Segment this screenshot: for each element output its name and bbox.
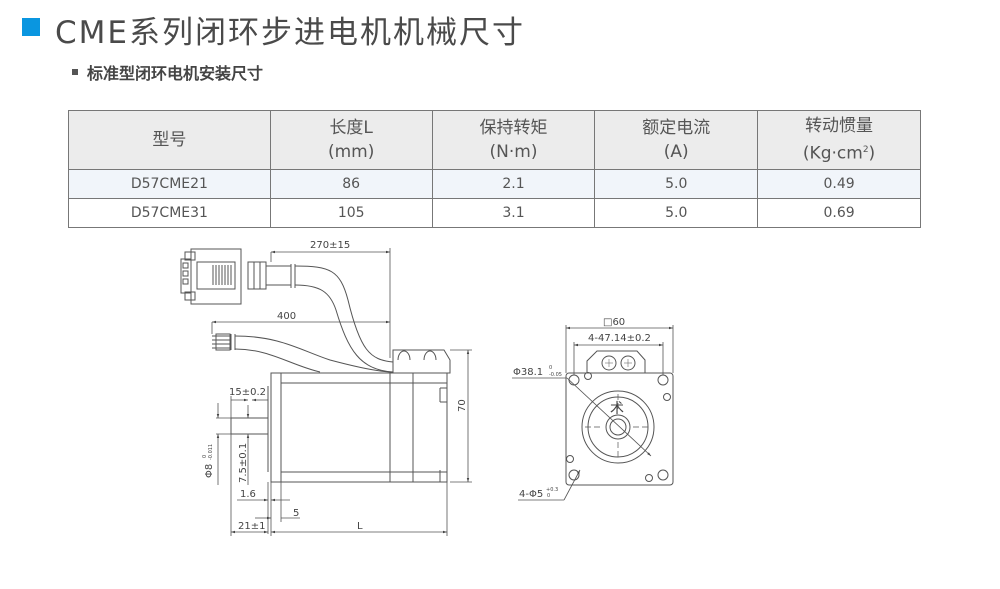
table-row: D57CME21 86 2.1 5.0 0.49 — [68, 169, 921, 199]
cable-gland-top — [586, 350, 646, 373]
cell-length: 105 — [269, 198, 433, 228]
svg-text:Φ38.1: Φ38.1 — [513, 367, 543, 378]
cell-model: D57CME31 — [68, 198, 271, 228]
dim-pilot-diameter: Φ38.1 0 -0.05 — [513, 365, 562, 378]
shaft-center — [605, 414, 631, 440]
dim-flat-depth: 7.5±0.1 — [238, 443, 249, 483]
front-view: 术 — [565, 350, 674, 486]
motor-body — [270, 372, 448, 483]
cell-torque: 2.1 — [431, 169, 596, 199]
cell-model: D57CME21 — [68, 169, 271, 199]
col-header-rotor-inertia: 转动惯量 (Kg·cm2) — [757, 110, 921, 170]
subtitle-bullet — [72, 69, 78, 75]
dim-encoder-cable-length: 270±15 — [310, 240, 350, 251]
dim-shaft-extension: 21±1 — [238, 521, 265, 532]
table-row: D57CME31 105 3.1 5.0 0.69 — [68, 198, 921, 228]
screw-icon — [663, 393, 671, 401]
page-title: CME系列闭环步进电机机械尺寸 — [55, 15, 525, 51]
cell-inertia: 0.69 — [757, 198, 921, 228]
mount-hole — [657, 374, 669, 386]
mount-hole — [568, 469, 580, 481]
cell-current: 5.0 — [594, 198, 759, 228]
encoder-cable — [294, 265, 394, 363]
power-cable-wires-icon — [212, 333, 231, 351]
dim-hole-spacing: 4-47.14±0.2 — [588, 333, 651, 344]
brand-logo-icon: 术 — [610, 401, 624, 417]
dim-height: 70 — [457, 399, 468, 412]
svg-text:0: 0 — [549, 365, 552, 371]
svg-text:4-Φ5: 4-Φ5 — [519, 489, 543, 500]
section-subtitle: 标准型闭环电机安装尺寸 — [87, 64, 264, 83]
col-header-model: 型号 — [68, 110, 271, 170]
svg-text:Φ8: Φ8 — [204, 464, 215, 478]
motor-shaft — [230, 417, 269, 435]
dim-body-length: L — [357, 521, 363, 532]
svg-text:0: 0 — [202, 455, 208, 458]
svg-text:-0.05: -0.05 — [549, 372, 562, 378]
table-header-row: 型号 长度L (mm) 保持转矩 (N·m) 额定电流 (A) 转动惯量 (Kg… — [68, 110, 921, 170]
title-marker — [22, 18, 40, 36]
cell-torque: 3.1 — [431, 198, 596, 228]
cell-length: 86 — [269, 169, 433, 199]
cell-inertia: 0.49 — [757, 169, 921, 199]
svg-text:+0.3: +0.3 — [546, 487, 558, 493]
screw-icon — [645, 474, 653, 482]
screw-icon — [584, 372, 592, 380]
dim-flange-square: □60 — [603, 317, 625, 328]
flange-face — [565, 372, 674, 486]
dim-shaft-diameter: Φ8 0 -0.011 — [202, 444, 215, 478]
dim-mount-holes: 4-Φ5 +0.3 0 — [519, 487, 558, 500]
dim-boss-thickness: 1.6 — [240, 489, 256, 500]
dim-shaft-length: 15±0.2 — [229, 387, 266, 398]
mount-hole — [657, 469, 669, 481]
side-view — [180, 248, 451, 483]
svg-text:0: 0 — [547, 493, 550, 499]
col-header-length: 长度L (mm) — [269, 110, 433, 170]
db-connector-icon — [180, 248, 296, 305]
cable-gland — [392, 349, 451, 374]
dim-power-cable-length: 400 — [277, 311, 296, 322]
screw-icon — [566, 455, 574, 463]
svg-text:-0.011: -0.011 — [208, 444, 214, 460]
cell-current: 5.0 — [594, 169, 759, 199]
mount-hole — [568, 374, 580, 386]
spec-table: 型号 长度L (mm) 保持转矩 (N·m) 额定电流 (A) 转动惯量 (Kg… — [68, 110, 921, 228]
dim-flange-thickness: 5 — [293, 508, 299, 519]
pilot-boss — [581, 390, 655, 464]
